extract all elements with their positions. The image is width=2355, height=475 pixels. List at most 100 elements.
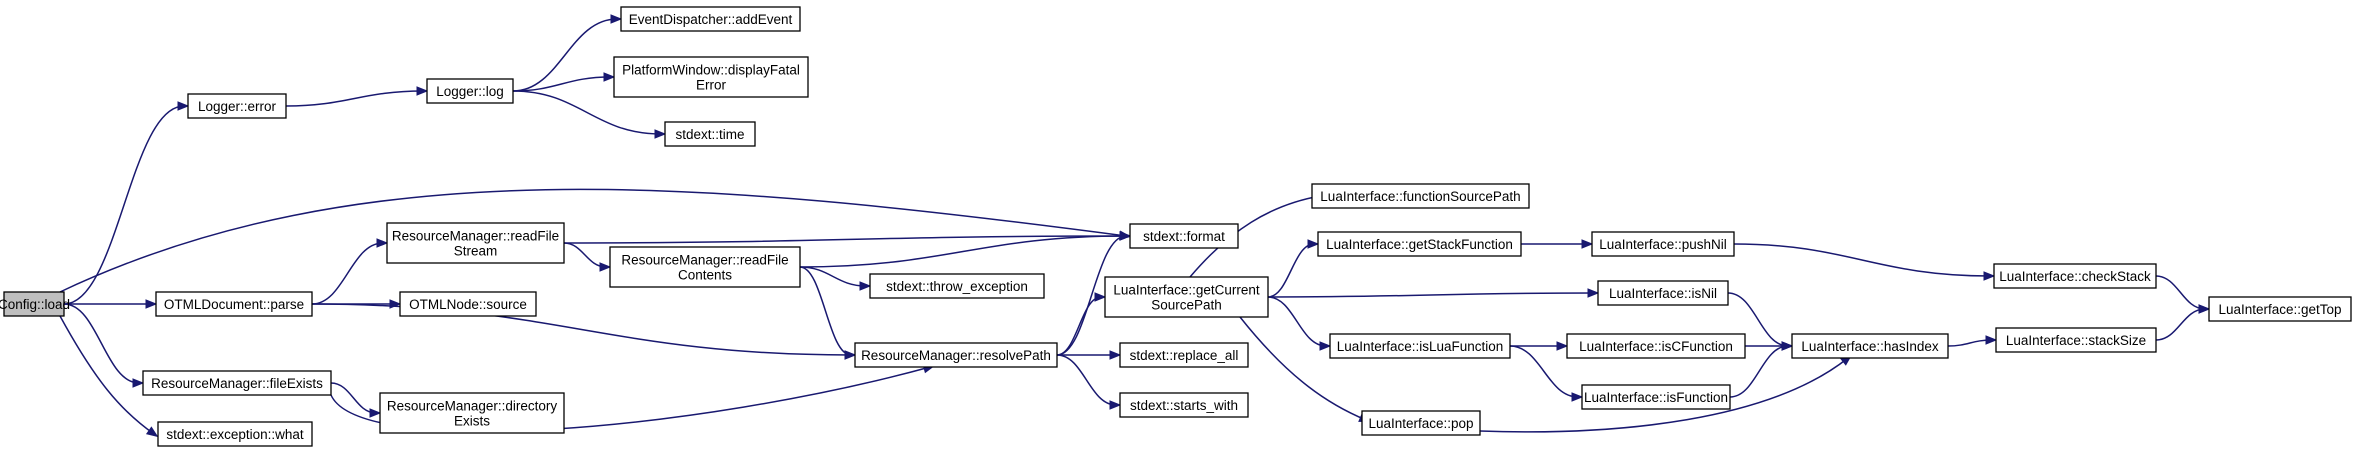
node-stdext-replace[interactable]: stdext::replace_all xyxy=(1119,342,1249,368)
node-label: LuaInterface::functionSourcePath xyxy=(1320,189,1520,204)
node-logger-log[interactable]: Logger::log xyxy=(426,78,514,104)
node-lua-stacksize[interactable]: LuaInterface::stackSize xyxy=(1995,327,2157,353)
node-label: Logger::error xyxy=(198,99,277,114)
node-stdext-format[interactable]: stdext::format xyxy=(1129,223,1239,249)
arrowhead-icon xyxy=(1985,335,1998,345)
node-label: Contents xyxy=(678,268,732,283)
node-logger-error[interactable]: Logger::error xyxy=(187,93,287,119)
edge-lua_getcurrent-to-lua_isnil xyxy=(1267,288,1600,298)
arrowhead-icon xyxy=(132,378,145,388)
node-box xyxy=(157,421,313,447)
node-box xyxy=(1591,231,1735,257)
node-lua-isluafn[interactable]: LuaInterface::isLuaFunction xyxy=(1329,333,1511,359)
edge-line xyxy=(63,303,140,384)
node-box xyxy=(664,121,756,147)
arrowhead-icon xyxy=(1581,239,1594,249)
node-label: Stream xyxy=(454,244,498,259)
node-box xyxy=(1129,223,1239,249)
edge-line xyxy=(512,90,662,135)
arrowhead-icon xyxy=(610,14,623,24)
edge-logger_log-to-platform_fatal xyxy=(512,72,616,92)
node-box xyxy=(1566,333,1746,359)
node-label: LuaInterface::pushNil xyxy=(1599,237,1727,252)
arrowhead-icon xyxy=(1119,231,1132,241)
node-box xyxy=(379,392,565,434)
arrowhead-icon xyxy=(1307,239,1320,249)
node-label: stdext::exception::what xyxy=(166,427,304,442)
edge-config_load-to-logger_error xyxy=(63,101,190,305)
node-label: LuaInterface::getTop xyxy=(2218,302,2341,317)
node-box xyxy=(155,291,313,317)
node-box xyxy=(3,291,65,317)
arrowhead-icon xyxy=(1587,288,1600,298)
node-lua-hasindex[interactable]: LuaInterface::hasIndex xyxy=(1791,333,1949,359)
node-lua-iscfn[interactable]: LuaInterface::isCFunction xyxy=(1566,333,1746,359)
node-label: OTMLNode::source xyxy=(409,297,527,312)
node-label: ResourceManager::fileExists xyxy=(151,376,323,391)
edge-line xyxy=(1267,296,1327,347)
edge-config_load-to-otml_parse xyxy=(63,299,158,309)
node-config-load[interactable]: Config::load xyxy=(0,291,70,317)
edge-rm_resolve-to-stdext_replace xyxy=(1057,350,1122,360)
arrowhead-icon xyxy=(177,101,190,111)
node-lua-pushnil[interactable]: LuaInterface::pushNil xyxy=(1591,231,1735,257)
node-box xyxy=(386,222,565,264)
node-label: LuaInterface::checkStack xyxy=(1999,269,2151,284)
node-stdext-time[interactable]: stdext::time xyxy=(664,121,756,147)
edge-config_load-to-rm_fileexists xyxy=(63,303,145,388)
edge-line xyxy=(59,188,1127,293)
node-label: LuaInterface::hasIndex xyxy=(1801,339,1939,354)
node-otml-source[interactable]: OTMLNode::source xyxy=(399,291,537,317)
edge-line xyxy=(1189,195,1321,278)
node-label: stdext::time xyxy=(675,127,744,142)
edge-line xyxy=(311,242,384,305)
edge-config_load-to-stdext_what xyxy=(59,315,159,438)
node-rm-fileexists[interactable]: ResourceManager::fileExists xyxy=(142,370,332,396)
node-lua-funcsrc[interactable]: LuaInterface::functionSourcePath xyxy=(1311,183,1530,209)
node-label: OTMLDocument::parse xyxy=(164,297,304,312)
node-box xyxy=(1361,410,1481,436)
node-lua-checkstack[interactable]: LuaInterface::checkStack xyxy=(1993,263,2157,289)
edge-otml_parse-to-rm_readstream xyxy=(311,238,389,305)
node-stdext-throw[interactable]: stdext::throw_exception xyxy=(869,273,1045,299)
edge-lua_isfn-to-lua_hasindex xyxy=(1729,341,1794,398)
node-label: Error xyxy=(696,78,727,93)
node-lua-getstackfn[interactable]: LuaInterface::getStackFunction xyxy=(1317,231,1522,257)
node-lua-isnil[interactable]: LuaInterface::isNil xyxy=(1597,280,1729,306)
node-label: stdext::starts_with xyxy=(1130,398,1238,413)
edge-line xyxy=(1727,292,1789,347)
arrowhead-icon xyxy=(599,262,612,272)
node-box xyxy=(620,6,801,32)
node-event-add[interactable]: EventDispatcher::addEvent xyxy=(620,6,801,32)
node-box xyxy=(1329,333,1511,359)
node-otml-parse[interactable]: OTMLDocument::parse xyxy=(155,291,313,317)
node-label: EventDispatcher::addEvent xyxy=(629,12,793,27)
arrowhead-icon xyxy=(1319,341,1332,351)
edge-line xyxy=(1479,357,1849,433)
node-box xyxy=(869,273,1045,299)
edge-rm_readcontents-to-rm_resolve xyxy=(799,266,857,360)
edge-logger_log-to-event_add xyxy=(512,14,623,92)
node-label: LuaInterface::isNil xyxy=(1609,286,1717,301)
edge-line xyxy=(1509,345,1579,398)
node-label: LuaInterface::getCurrent xyxy=(1113,283,1260,298)
node-label: stdext::replace_all xyxy=(1130,348,1239,363)
node-stdext-what[interactable]: stdext::exception::what xyxy=(157,421,313,447)
edge-line xyxy=(1056,354,1117,406)
arrowhead-icon xyxy=(859,281,872,291)
node-lua-pop[interactable]: LuaInterface::pop xyxy=(1361,410,1481,436)
node-rm-resolve[interactable]: ResourceManager::resolvePath xyxy=(854,342,1058,368)
edge-line xyxy=(2155,275,2206,310)
node-label: stdext::throw_exception xyxy=(886,279,1028,294)
node-lua-isfn[interactable]: LuaInterface::isFunction xyxy=(1581,384,1731,410)
node-lua-gettop[interactable]: LuaInterface::getTop xyxy=(2208,296,2352,322)
node-box xyxy=(1995,327,2157,353)
edge-line xyxy=(1733,243,1991,277)
node-label: ResourceManager::resolvePath xyxy=(861,348,1051,363)
node-stdext-starts[interactable]: stdext::starts_with xyxy=(1119,392,1249,418)
